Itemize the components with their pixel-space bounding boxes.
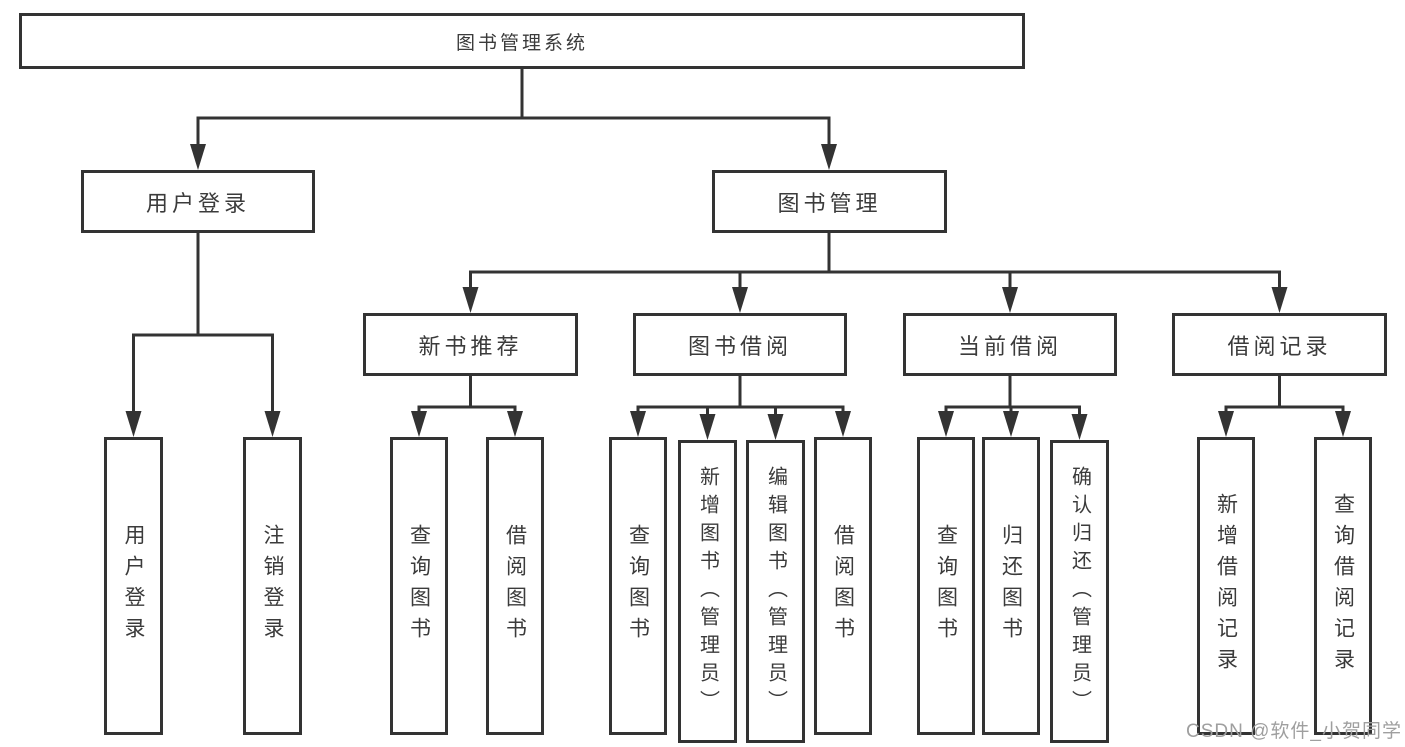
node-user-login: 用户登录 <box>81 170 315 233</box>
arrow-down-icon <box>1002 287 1018 313</box>
arrow-down-icon <box>938 411 954 437</box>
arrow-down-icon <box>411 411 427 437</box>
node-label: 编辑图书（管理员） <box>764 465 787 718</box>
node-book-borrowing: 图书借阅 <box>633 313 847 376</box>
arrowheads <box>125 144 1351 440</box>
node-library-system: 图书管理系统 <box>19 13 1025 69</box>
node-user-login-leaf: 用户登录 <box>104 437 163 735</box>
node-edit-books-admin: 编辑图书（管理员） <box>746 440 805 743</box>
node-query-books-borrowing: 查询图书 <box>609 437 667 735</box>
node-label: 查询图书 <box>934 524 958 648</box>
node-query-borrow-record: 查询借阅记录 <box>1314 437 1372 735</box>
node-label: 查询借阅记录 <box>1331 493 1355 679</box>
arrow-down-icon <box>462 287 479 313</box>
node-label: 图书管理系统 <box>455 32 588 54</box>
node-label: 查询图书 <box>626 524 650 648</box>
node-label: 图书管理 <box>777 190 882 216</box>
node-query-books-current: 查询图书 <box>917 437 975 735</box>
node-label: 新增借阅记录 <box>1214 493 1238 679</box>
node-label: 借阅记录 <box>1227 333 1332 359</box>
node-logout-leaf: 注销登录 <box>243 437 302 735</box>
node-label: 当前借阅 <box>957 333 1062 359</box>
node-label: 借阅图书 <box>831 524 855 648</box>
node-label: 用户登录 <box>145 190 250 216</box>
arrow-down-icon <box>1271 287 1288 313</box>
arrow-down-icon <box>732 287 748 313</box>
arrow-down-icon <box>1071 414 1088 440</box>
node-book-management: 图书管理 <box>712 170 947 233</box>
arrow-down-icon <box>699 414 716 440</box>
arrow-down-icon <box>1003 411 1019 437</box>
node-return-books: 归还图书 <box>982 437 1040 735</box>
node-label: 注销登录 <box>261 524 284 648</box>
node-borrow-books-borrowing: 借阅图书 <box>814 437 872 735</box>
node-add-borrow-record: 新增借阅记录 <box>1197 437 1255 735</box>
node-confirm-return-admin: 确认归还（管理员） <box>1050 440 1109 743</box>
node-new-book-recommend: 新书推荐 <box>363 313 578 376</box>
node-borrow-books-recommend: 借阅图书 <box>486 437 544 735</box>
node-label: 新书推荐 <box>418 333 523 359</box>
node-query-books-recommend: 查询图书 <box>390 437 448 735</box>
arrow-down-icon <box>507 411 523 437</box>
arrow-down-icon <box>630 411 646 437</box>
arrow-down-icon <box>821 144 837 170</box>
arrow-down-icon <box>125 411 142 437</box>
arrow-down-icon <box>264 411 281 437</box>
arrow-down-icon <box>190 144 206 170</box>
connector-lines <box>132 67 1345 418</box>
watermark: CSDN @软件_小贺同学 <box>1186 716 1402 743</box>
arrow-down-icon <box>1218 411 1234 437</box>
node-label: 借阅图书 <box>503 524 527 648</box>
arrow-down-icon <box>1335 411 1351 437</box>
node-add-books-admin: 新增图书（管理员） <box>678 440 737 743</box>
node-label: 图书借阅 <box>687 333 792 359</box>
arrow-down-icon <box>767 414 784 440</box>
node-current-borrowing: 当前借阅 <box>903 313 1117 376</box>
arrow-down-icon <box>835 411 851 437</box>
node-label: 新增图书（管理员） <box>696 465 719 718</box>
watermark-text: CSDN @软件_小贺同学 <box>1186 721 1402 742</box>
node-borrowing-records: 借阅记录 <box>1172 313 1387 376</box>
node-label: 确认归还（管理员） <box>1068 465 1091 718</box>
node-label: 用户登录 <box>122 524 145 648</box>
node-label: 查询图书 <box>407 524 431 648</box>
node-label: 归还图书 <box>999 524 1023 648</box>
